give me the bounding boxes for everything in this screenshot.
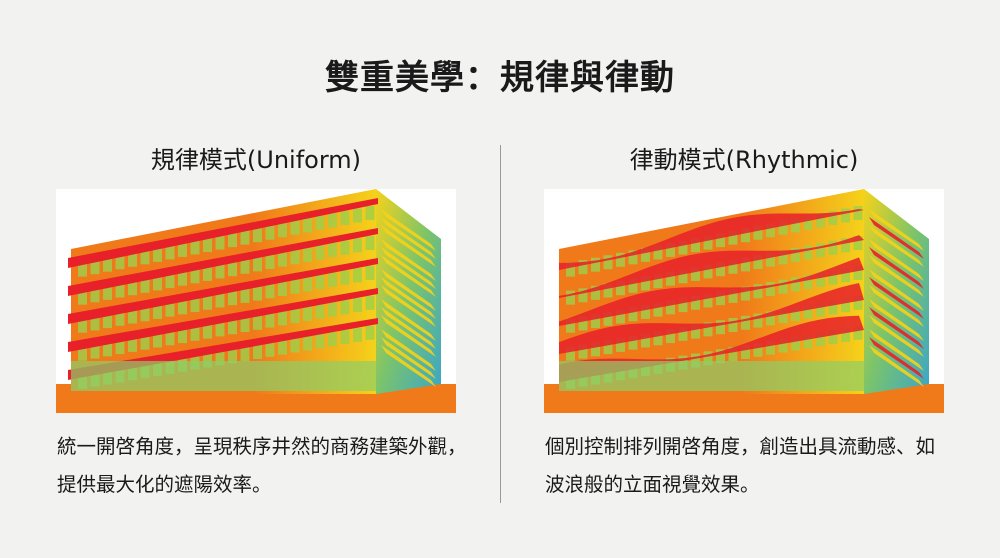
ground-floor <box>71 361 376 391</box>
divider <box>500 145 501 503</box>
uniform-building-image <box>56 189 456 413</box>
louver-band <box>559 235 864 298</box>
louver-band <box>559 282 864 354</box>
uniform-heading: 規律模式(Uniform) <box>150 146 362 174</box>
rhythmic-building-image <box>544 189 944 413</box>
louver-band <box>559 257 864 326</box>
louver-band <box>68 288 378 352</box>
louver-band <box>68 198 378 268</box>
rhythmic-heading: 律動模式(Rhythmic) <box>629 146 859 174</box>
louver-band <box>68 258 378 324</box>
ground-floor <box>559 361 864 391</box>
uniform-description: 統一開啓角度，呈現秩序井然的商務建築外觀，提供最大化的遮陽效率。 <box>57 435 467 496</box>
rhythmic-description: 個別控制排列開啓角度，創造出具流動感、如波浪般的立面視覺效果。 <box>545 435 936 496</box>
louver-band <box>68 228 378 296</box>
louver-band <box>559 208 864 270</box>
page-title: 雙重美學：規律與律動 <box>325 58 675 98</box>
